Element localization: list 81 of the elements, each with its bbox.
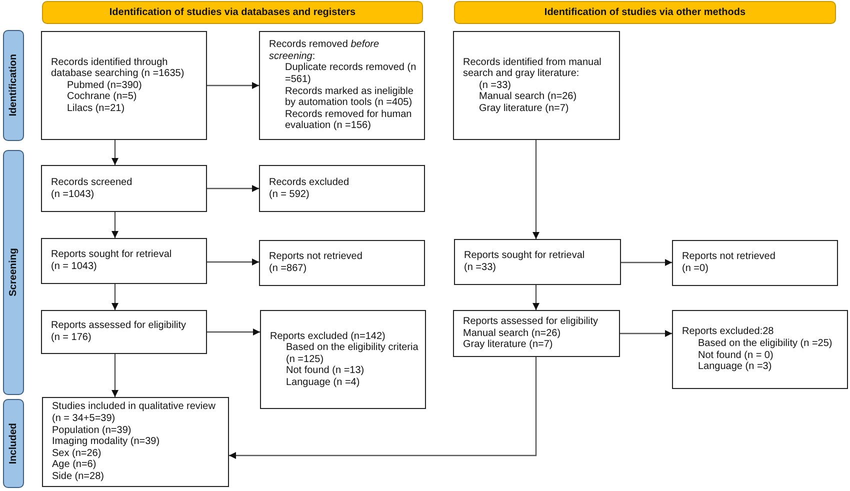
box-text: Duplicate records removed (n =561)	[285, 62, 418, 86]
box-text: Reports assessed for eligibility	[51, 320, 186, 332]
box-text: Studies included in qualitative review	[52, 401, 216, 414]
arrow	[207, 82, 259, 89]
stage-label: Included	[8, 422, 20, 464]
arrow	[207, 185, 259, 192]
box-text: (n = 1043)	[51, 261, 97, 273]
box-text: Records marked as ineligible by automation tools (n =405)	[285, 86, 414, 109]
process-box	[259, 240, 425, 286]
box-text: Cochrane (n=5)	[67, 91, 137, 103]
section-header	[42, 1, 423, 24]
box-text: Reports not retrieved	[682, 251, 776, 263]
box-text: Sex (n=26)	[52, 448, 102, 460]
box-text: Language (n =3)	[698, 361, 772, 373]
box-text: Reports assessed for eligibility	[463, 316, 598, 328]
arrow	[112, 212, 118, 238]
process-box	[672, 310, 848, 389]
box-text: Records identified from manual search and gray literature:	[463, 56, 602, 80]
arrow	[532, 285, 540, 310]
process-box	[42, 397, 229, 487]
box-text: Reports not retrieved	[269, 251, 362, 263]
arrow	[620, 330, 672, 337]
box-text: (n =33)	[464, 262, 496, 274]
process-box	[259, 31, 425, 140]
process-box	[260, 310, 426, 409]
arrow	[207, 328, 260, 336]
arrow	[207, 258, 259, 266]
box-text: (n =1043)	[51, 188, 94, 200]
box-text: (n = 34+5=39)	[52, 413, 116, 425]
box-text: Lilacs (n=21)	[67, 102, 125, 114]
box-text: Population (n=39)	[52, 424, 132, 436]
box-text: Reports sought for retrieval	[464, 250, 585, 262]
header-text: Identification of studies via other methods	[544, 6, 746, 18]
box-text: Reports sought for retrieval	[51, 249, 172, 261]
box-text: Age (n=6)	[52, 459, 96, 471]
box-text: (n = 592)	[269, 188, 310, 200]
box-text: (n = 176)	[51, 332, 92, 344]
box-text: Gray literature (n=7)	[479, 102, 569, 114]
box-text: Reports excluded:28	[682, 326, 774, 338]
stage-band	[3, 399, 24, 488]
box-text: Reports excluded (n=142)	[270, 330, 386, 342]
process-box	[453, 31, 620, 140]
process-box	[672, 240, 838, 286]
arrow	[621, 259, 672, 266]
stage-band	[3, 30, 24, 141]
box-text: Side (n=28)	[52, 470, 104, 483]
header-text: Identification of studies via databases and registers	[109, 6, 356, 18]
box-text: Records removed before screening:	[269, 39, 380, 62]
arrow	[229, 357, 537, 459]
process-box	[453, 310, 620, 357]
box-text: (n =33)	[479, 80, 511, 92]
box-text: Not found (n = 0)	[698, 350, 774, 362]
process-box	[454, 239, 621, 285]
arrow	[532, 140, 540, 239]
arrow	[112, 140, 118, 165]
box-text: Based on the eligibility (n =25)	[698, 338, 832, 350]
box-text: Records excluded	[269, 176, 350, 188]
box-text: (n =867)	[269, 263, 307, 275]
process-box	[41, 238, 207, 284]
box-text: Records identified through database searching (n =1635)	[51, 56, 186, 80]
process-box	[41, 165, 207, 212]
box-text: Not found (n =13)	[286, 365, 364, 377]
process-box	[259, 165, 425, 212]
box-text: Pubmed (n=390)	[67, 80, 142, 92]
process-box	[41, 31, 207, 140]
arrow	[112, 284, 118, 310]
arrow	[112, 354, 118, 397]
box-text: (n =0)	[682, 263, 708, 275]
box-text: Based on the eligibility criteria (n =125)	[286, 342, 420, 366]
box-text: Language (n =4)	[286, 376, 360, 388]
box-text: Records removed for human evaluation (n =156)	[285, 108, 413, 132]
box-text: Manual search (n=26)	[479, 91, 577, 103]
box-text: Records screened	[51, 176, 132, 188]
section-header	[454, 1, 836, 24]
box-text: Imaging modality (n=39)	[52, 436, 160, 448]
stage-label: Identification	[8, 54, 20, 117]
stage-label: Screening	[8, 248, 20, 297]
box-text: Manual search (n=26)	[463, 328, 561, 340]
stage-band	[3, 150, 24, 395]
process-box	[41, 310, 207, 354]
box-text: Gray literature (n=7)	[463, 339, 553, 351]
